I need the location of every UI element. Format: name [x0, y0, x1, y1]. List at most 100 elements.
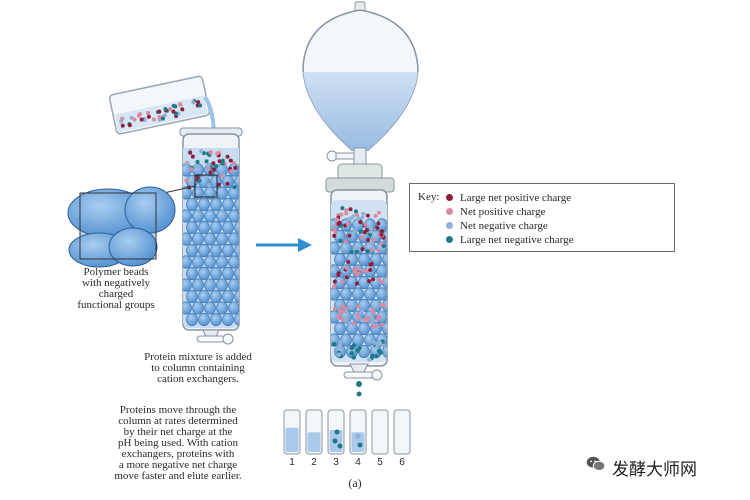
protein-dot: [344, 309, 349, 314]
protein-dot: [369, 261, 374, 266]
bead: [198, 197, 210, 212]
protein-dot: [132, 117, 137, 122]
protein-dot: [332, 279, 337, 284]
bead: [183, 232, 192, 246]
protein-dot: [376, 221, 381, 226]
protein-dot: [157, 109, 162, 114]
tube-number-3: 3: [333, 457, 339, 468]
protein-dot: [346, 260, 351, 265]
protein-dot: [129, 115, 134, 120]
protein-dot: [369, 241, 374, 246]
bead: [210, 220, 222, 235]
protein-dot: [160, 116, 165, 121]
tube-number-6: 6: [399, 457, 405, 468]
bead: [183, 186, 192, 200]
bead: [210, 289, 222, 304]
dot-negative-icon: [446, 222, 453, 229]
bead: [186, 312, 198, 327]
protein-dot: [189, 167, 194, 172]
protein-dot: [332, 284, 337, 289]
bead: [198, 289, 210, 304]
protein-dot: [380, 322, 385, 327]
protein-dot: [206, 182, 211, 187]
protein-dot: [211, 161, 216, 166]
bead: [210, 312, 222, 327]
protein-dot: [369, 353, 375, 359]
bead: [234, 266, 239, 281]
bead: [192, 255, 204, 269]
protein-dot: [334, 217, 339, 222]
protein-dot: [354, 209, 359, 214]
wechat-icon: [586, 456, 606, 471]
protein-dot: [194, 163, 199, 168]
bead: [234, 289, 239, 304]
protein-dot: [379, 232, 384, 237]
protein-dot: [146, 110, 151, 115]
bead: [186, 243, 198, 258]
protein-dot: [180, 107, 185, 112]
bead: [340, 333, 352, 347]
protein-dot: [347, 321, 352, 326]
bead: [358, 321, 370, 336]
protein-dot: [349, 350, 354, 356]
bead: [183, 255, 192, 269]
bead: [183, 301, 192, 315]
protein-mixture-label: Protein mixture is added to column conta…: [144, 351, 252, 385]
protein-dot: [168, 107, 173, 112]
bead: [222, 312, 234, 327]
bead: [183, 278, 192, 292]
protein-dot: [377, 314, 382, 319]
protein-dot: [360, 350, 366, 356]
protein-dot: [374, 323, 379, 328]
protein-dot: [373, 214, 378, 219]
protein-dot: [191, 100, 196, 105]
bead: [216, 301, 228, 315]
watermark-text: 发酵大师网: [612, 460, 697, 480]
protein-dot: [361, 268, 366, 273]
bead: [210, 197, 222, 212]
protein-dot: [338, 238, 343, 243]
protein-dot: [336, 352, 342, 357]
protein-dot: [371, 318, 376, 323]
protein-dot: [197, 178, 202, 183]
protein-dot: [344, 306, 349, 311]
protein-dot: [334, 429, 340, 435]
protein-dot: [376, 248, 381, 253]
protein-dot: [340, 304, 345, 309]
test-tube: [305, 409, 323, 455]
protein-dot: [340, 317, 345, 322]
bead: [331, 287, 340, 301]
protein-dot: [344, 208, 349, 213]
protein-dot: [178, 102, 183, 107]
protein-dot: [379, 309, 384, 314]
protein-dot: [344, 275, 349, 280]
protein-dot: [369, 344, 375, 350]
protein-dot: [184, 178, 189, 183]
protein-dot: [233, 165, 238, 170]
dot-large-positive-icon: [446, 194, 453, 201]
protein-dot: [332, 438, 338, 444]
protein-dot: [332, 233, 337, 238]
protein-dot: [340, 309, 345, 314]
bead: [234, 220, 239, 235]
bead: [382, 344, 387, 359]
protein-dot: [205, 163, 210, 168]
protein-dot: [127, 123, 132, 128]
protein-dot: [354, 249, 359, 254]
tube-glass: [371, 409, 389, 455]
protein-dot: [363, 222, 368, 227]
legend-key: Key: Large net positive charge Net posit…: [409, 183, 675, 252]
protein-dot: [366, 237, 371, 242]
protein-dot: [375, 225, 380, 230]
protein-dot: [360, 215, 365, 220]
bead: [228, 255, 239, 269]
protein-dot: [214, 164, 219, 169]
protein-dot: [355, 281, 360, 286]
protein-dot: [337, 340, 343, 345]
protein-dot: [371, 340, 377, 345]
bead: [352, 287, 364, 301]
bead: [186, 197, 198, 212]
bead: [364, 287, 376, 301]
bead: [331, 241, 340, 255]
